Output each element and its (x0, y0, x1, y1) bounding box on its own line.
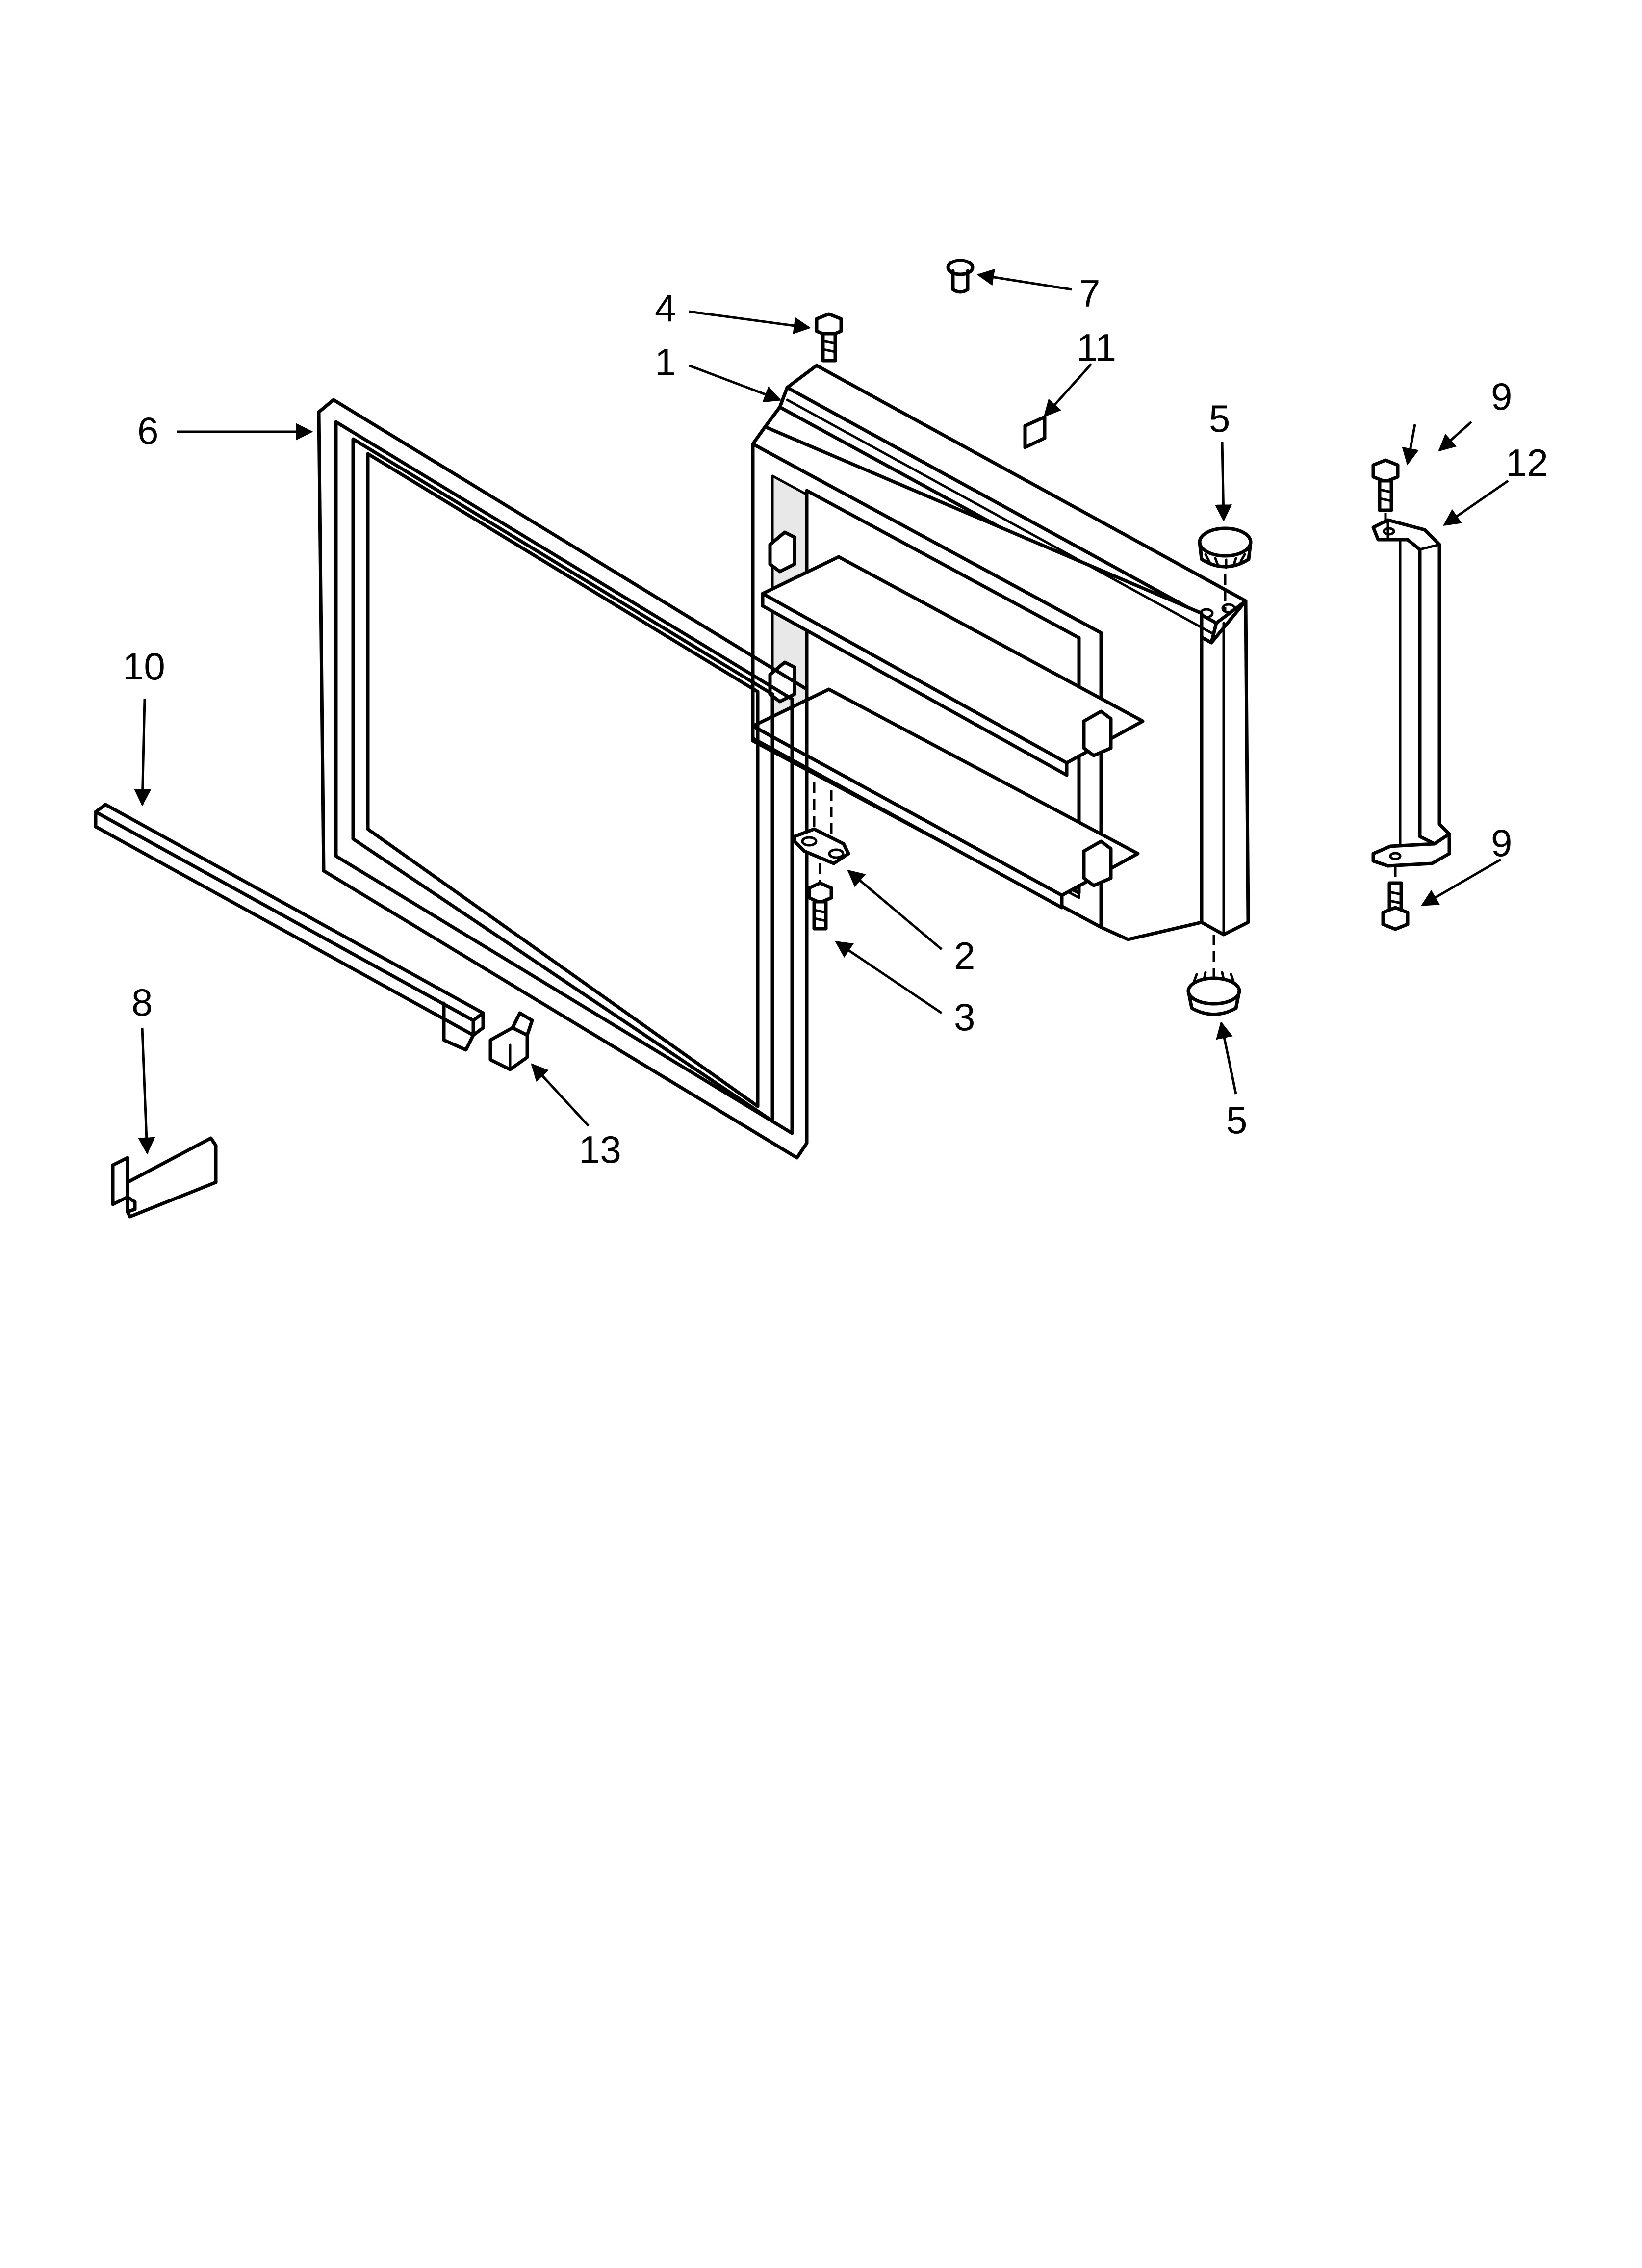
hinge-cap-top (1198, 526, 1253, 611)
callout-6: 6 (137, 409, 158, 452)
pin (946, 259, 975, 294)
door-gasket (317, 398, 809, 1160)
door-handle (1371, 518, 1451, 868)
end-cap (488, 1011, 534, 1071)
leader-lines (134, 268, 1509, 1155)
handle-screw-bottom (1381, 866, 1410, 931)
trim-strip (94, 803, 485, 1052)
callout-3: 3 (954, 995, 975, 1039)
bottom-hinge (793, 782, 850, 888)
callout-7: 7 (1079, 272, 1100, 315)
hinge-screw (807, 881, 833, 931)
callout-13: 13 (579, 1128, 621, 1171)
callout-11: 11 (1077, 326, 1116, 369)
hinge-cap-bottom (1186, 935, 1241, 1016)
door-panel (751, 364, 1250, 941)
handle-screw-top (1371, 458, 1400, 525)
callout-9-top: 9 (1491, 375, 1512, 418)
callout-12: 12 (1506, 441, 1548, 484)
callout-5-top: 5 (1209, 397, 1230, 440)
callout-1: 1 (655, 340, 676, 384)
callout-5-bottom: 5 (1226, 1098, 1247, 1142)
callout-9-bottom: 9 (1491, 821, 1512, 864)
callout-10: 10 (123, 645, 165, 688)
top-screw (815, 312, 843, 363)
label-square (1023, 415, 1047, 449)
callout-numbers: 4 1 7 11 5 9 12 6 10 2 3 9 5 13 8 (123, 272, 1548, 1171)
clip-part (111, 1136, 218, 1219)
callout-2: 2 (954, 934, 975, 977)
callout-4: 4 (655, 287, 676, 330)
callout-8: 8 (131, 981, 153, 1024)
